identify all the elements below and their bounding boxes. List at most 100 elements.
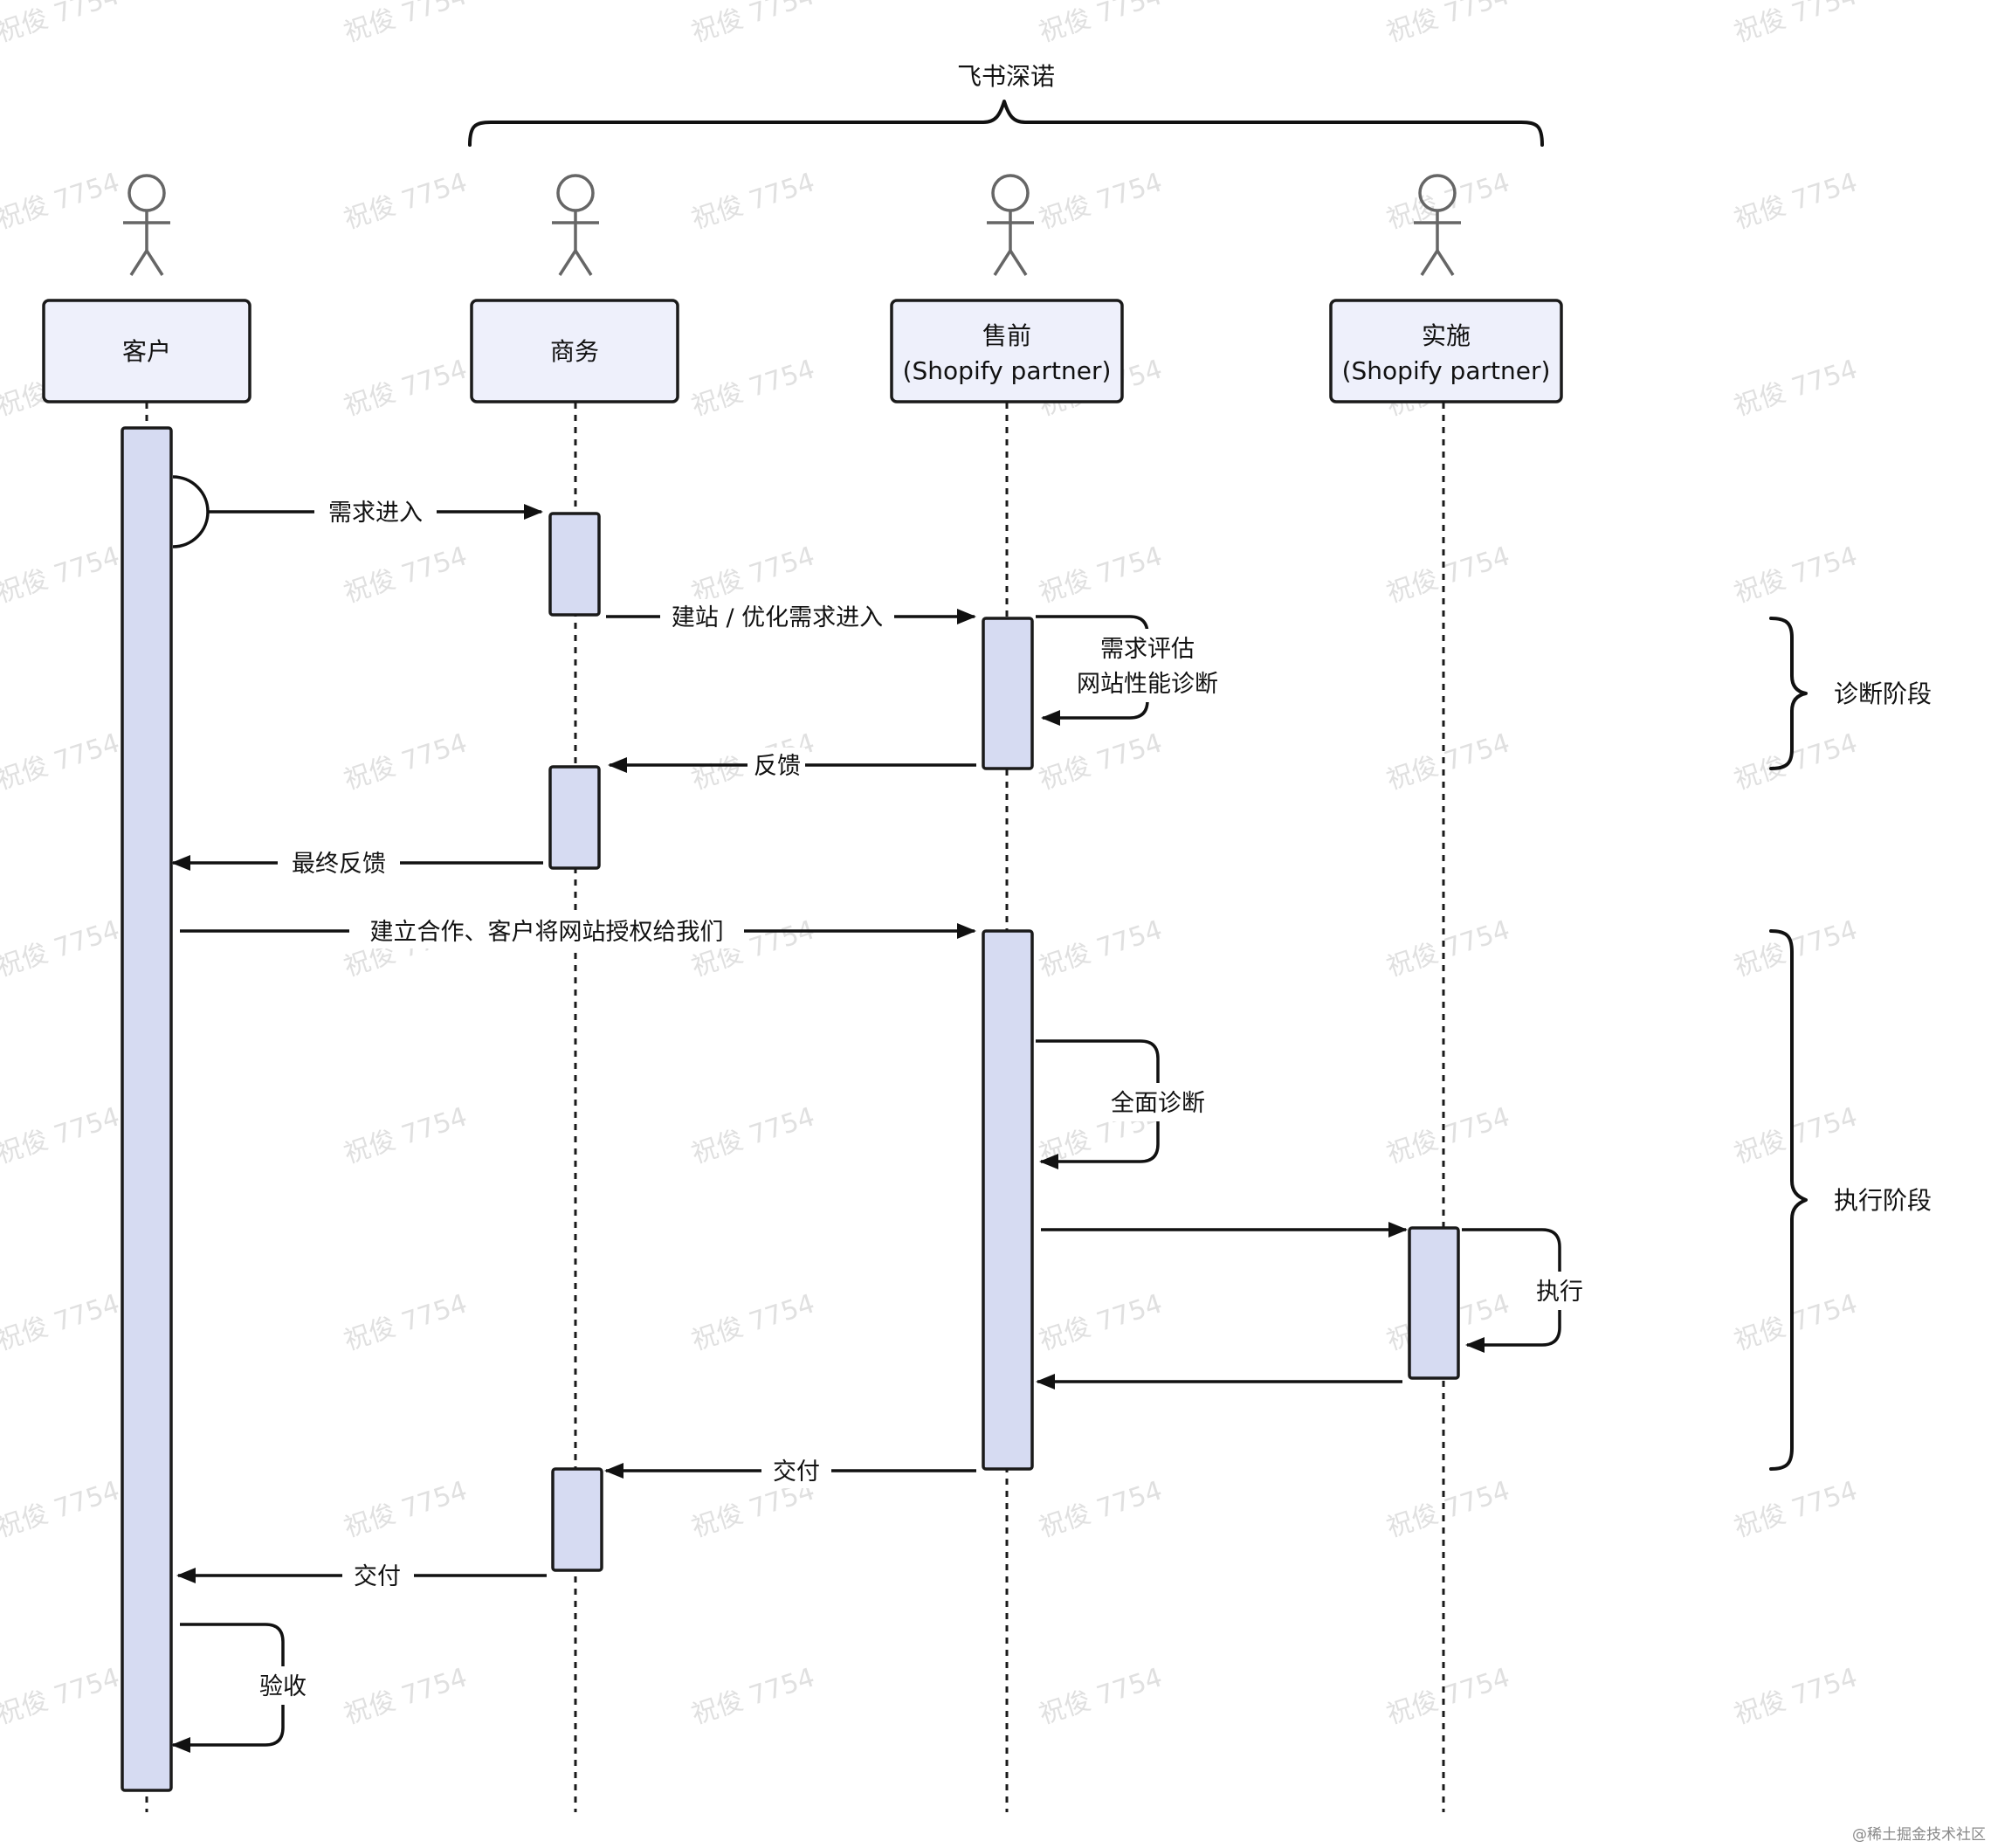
watermark: 祝俊 7754 — [1731, 167, 1862, 235]
message-label: 建立合作、客户将网站授权给我们 — [370, 919, 724, 946]
message-label: 需求评估 — [1100, 636, 1195, 663]
watermark: 祝俊 7754 — [688, 0, 819, 49]
participant-box — [1329, 299, 1563, 403]
watermark: 祝俊 7754 — [688, 167, 819, 235]
message: 反馈 — [608, 748, 976, 783]
participant-box — [470, 299, 679, 403]
message: 建站 / 优化需求进入 — [606, 599, 976, 634]
activation-bar — [121, 426, 173, 1792]
watermark: 祝俊 7754 — [341, 354, 472, 422]
watermark: 祝俊 7754 — [1383, 0, 1514, 49]
group-title: 飞书深诺 — [957, 62, 1055, 91]
watermark: 祝俊 7754 — [0, 541, 123, 609]
watermark: 祝俊 7754 — [1731, 1662, 1862, 1730]
watermark: 祝俊 7754 — [1383, 541, 1514, 609]
watermark: 祝俊 7754 — [688, 1662, 819, 1730]
watermark: 祝俊 7754 — [0, 0, 123, 49]
message-label: 验收 — [259, 1673, 307, 1700]
watermark: 祝俊 7754 — [0, 1475, 123, 1543]
watermark: 祝俊 7754 — [341, 1288, 472, 1356]
watermark: 祝俊 7754 — [0, 1288, 123, 1356]
watermark: 祝俊 7754 — [1731, 914, 1862, 983]
watermark: 祝俊 7754 — [341, 727, 472, 796]
watermark: 祝俊 7754 — [1036, 0, 1167, 49]
watermark: 祝俊 7754 — [341, 0, 472, 49]
watermark: 祝俊 7754 — [1383, 1101, 1514, 1169]
actor-icon — [987, 174, 1034, 276]
watermark: 祝俊 7754 — [0, 167, 123, 235]
activation-bar — [548, 512, 601, 617]
watermark: 祝俊 7754 — [1036, 1475, 1167, 1543]
watermark: 祝俊 7754 — [1036, 1662, 1167, 1730]
activation-bar — [982, 929, 1034, 1471]
watermark: 祝俊 7754 — [1731, 1475, 1862, 1543]
watermark: 祝俊 7754 — [0, 914, 123, 983]
group-brace — [468, 100, 1544, 147]
credit-text: @稀土掘金技术社区 — [1852, 1826, 1986, 1844]
watermark: 祝俊 7754 — [341, 1475, 472, 1543]
activation-bar — [548, 765, 601, 870]
watermark: 祝俊 7754 — [1731, 541, 1862, 609]
message-arrow — [172, 475, 210, 548]
watermark: 祝俊 7754 — [1731, 0, 1862, 49]
participant-label: 售前 — [982, 321, 1031, 350]
activation-bar — [551, 1467, 603, 1572]
watermark: 祝俊 7754 — [0, 727, 123, 796]
watermark: 祝俊 7754 — [341, 541, 472, 609]
message: 建立合作、客户将网站授权给我们 — [180, 914, 976, 948]
message: 交付 — [176, 1558, 547, 1593]
watermark: 祝俊 7754 — [688, 1288, 819, 1356]
message: 需求进入 — [172, 475, 543, 548]
watermark: 祝俊 7754 — [1036, 541, 1167, 609]
message: 执行 — [1462, 1228, 1589, 1353]
watermark: 祝俊 7754 — [0, 1662, 123, 1730]
message: 全面诊断 — [1036, 1039, 1221, 1169]
message: 验收 — [171, 1623, 313, 1753]
message: 需求评估 网站性能诊断 — [1036, 615, 1224, 726]
phase-brace — [1769, 929, 1808, 1471]
watermark: 祝俊 7754 — [1731, 1101, 1862, 1169]
message-label: 交付 — [773, 1458, 820, 1486]
watermark: 祝俊 7754 — [341, 1101, 472, 1169]
watermark: 祝俊 7754 — [688, 541, 819, 609]
phase-brace — [1769, 617, 1808, 770]
phase-label: 诊断阶段 — [1834, 679, 1932, 708]
message-label: 交付 — [354, 1563, 401, 1590]
watermark: 祝俊 7754 — [1383, 1662, 1514, 1730]
message-label: 执行 — [1536, 1279, 1583, 1306]
activation-bar — [982, 617, 1034, 770]
message-label: 反馈 — [754, 753, 801, 780]
watermark: 祝俊 7754 — [1383, 914, 1514, 983]
watermark: 祝俊 7754 — [341, 1662, 472, 1730]
message-label: 最终反馈 — [292, 851, 386, 878]
watermark: 祝俊 7754 — [1383, 1475, 1514, 1543]
watermark: 祝俊 7754 — [1731, 727, 1862, 796]
message: 最终反馈 — [171, 845, 543, 880]
participant-sublabel: (Shopify partner) — [903, 356, 1112, 385]
participant-box — [890, 299, 1124, 403]
watermark: 祝俊 7754 — [1036, 1288, 1167, 1356]
watermark: 祝俊 7754 — [1036, 914, 1167, 983]
participant-label: 商务 — [550, 337, 599, 366]
watermark: 祝俊 7754 — [688, 354, 819, 422]
activation-bar — [1408, 1226, 1460, 1380]
watermark: 祝俊 7754 — [1383, 727, 1514, 796]
watermark: 祝俊 7754 — [688, 1101, 819, 1169]
watermark: 祝俊 7754 — [1036, 727, 1167, 796]
watermark: 祝俊 7754 — [1036, 167, 1167, 235]
message-label: 网站性能诊断 — [1077, 671, 1218, 698]
watermark: 祝俊 7754 — [341, 167, 472, 235]
participant-box — [42, 299, 251, 403]
actor-icon — [552, 174, 599, 276]
message: 交付 — [604, 1453, 976, 1488]
watermark: 祝俊 7754 — [0, 1101, 123, 1169]
watermark: 祝俊 7754 — [1731, 354, 1862, 422]
participant-label: 实施 — [1422, 321, 1471, 350]
watermark: 祝俊 7754 — [1383, 167, 1514, 235]
phase-label: 执行阶段 — [1834, 1186, 1932, 1215]
participant-label: 客户 — [122, 337, 171, 366]
message-label: 需求进入 — [328, 500, 423, 527]
participant-sublabel: (Shopify partner) — [1342, 356, 1551, 385]
message-label: 全面诊断 — [1111, 1090, 1205, 1117]
